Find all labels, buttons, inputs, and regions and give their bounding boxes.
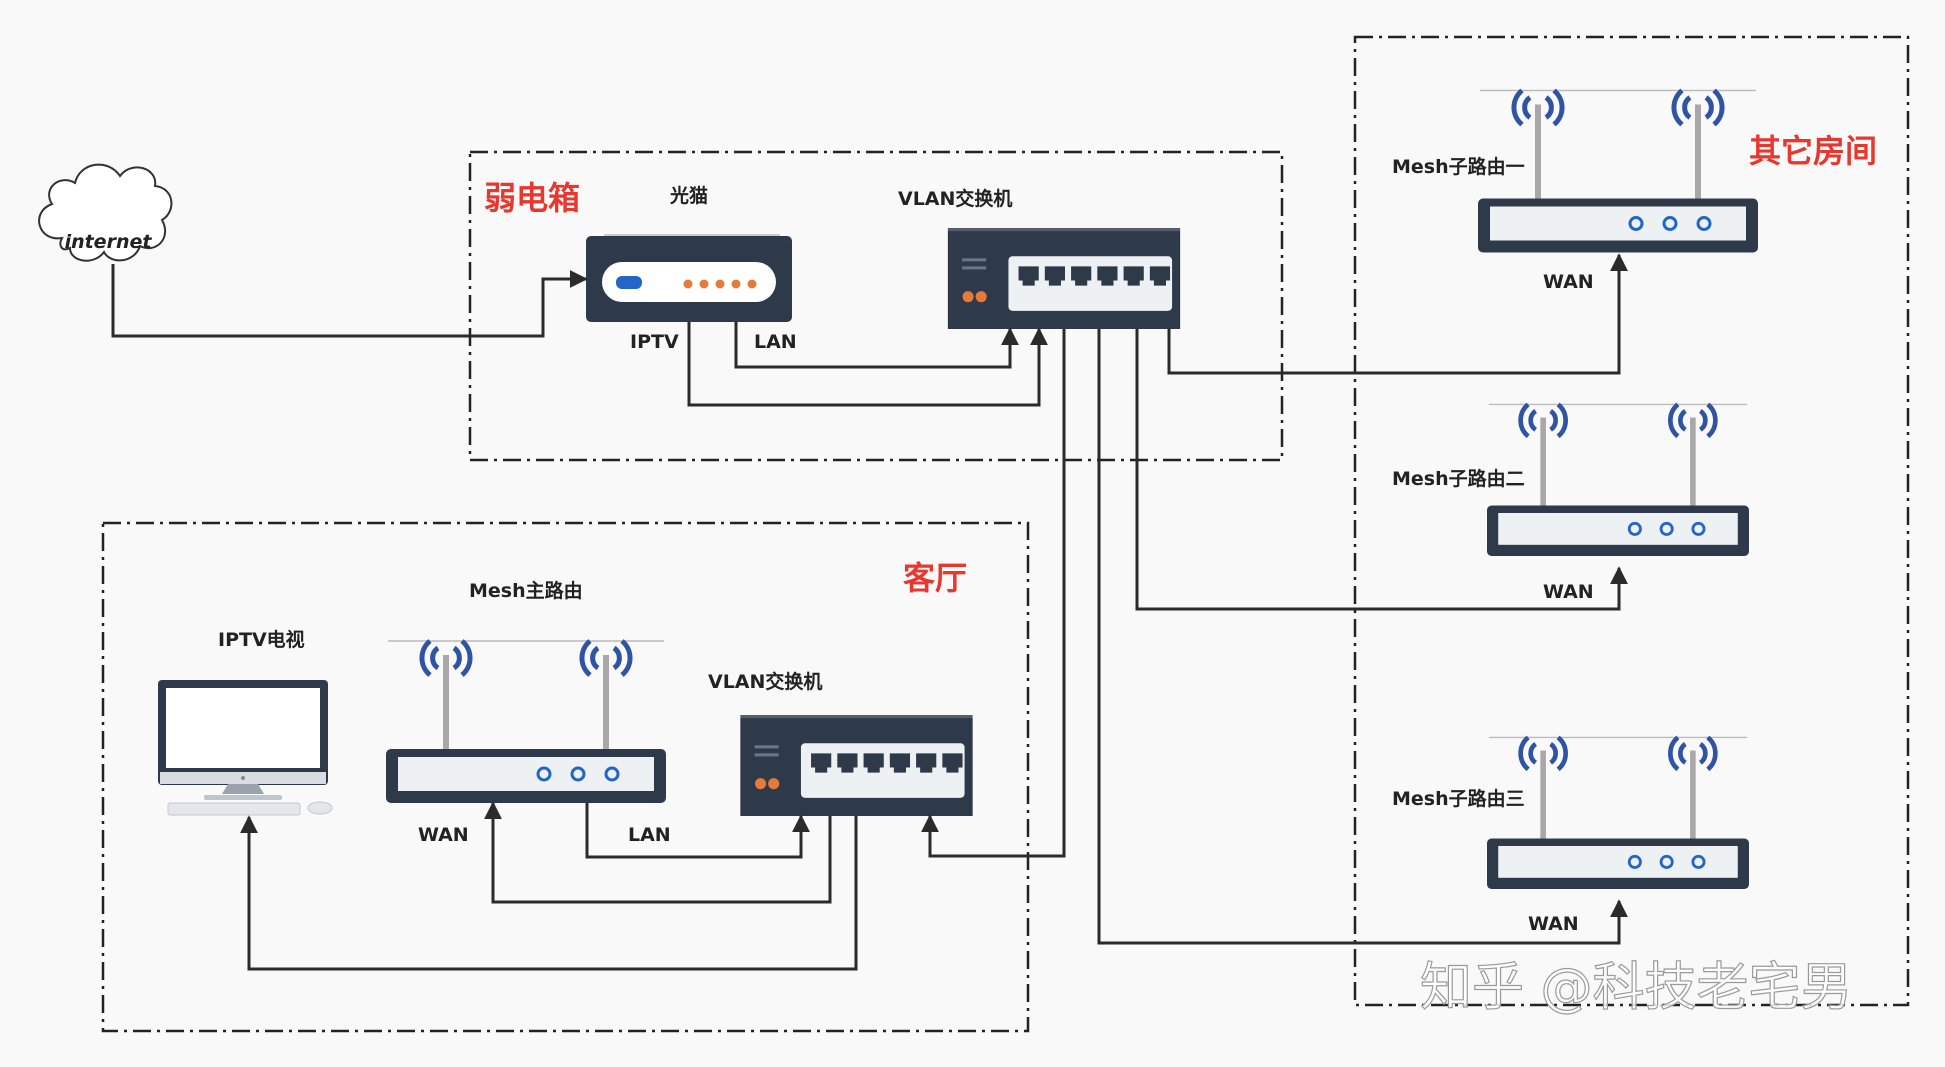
wire-switch-living xyxy=(921,329,1066,858)
modem-lan-port: LAN xyxy=(754,331,797,353)
mesh-main-router-label: Mesh主路由 xyxy=(469,579,583,602)
weak-box-title: 弱电箱 xyxy=(484,179,580,217)
wire-modem-iptv-switch xyxy=(687,322,1048,407)
mesh-sub-router-1-wan: WAN xyxy=(1543,271,1594,293)
vlan-switch-living-label: VLAN交换机 xyxy=(708,670,822,693)
wire-switch-sub1 xyxy=(1167,253,1628,375)
vlan-switch-main-label: VLAN交换机 xyxy=(898,187,1012,210)
iptv-tv-label: IPTV电视 xyxy=(218,628,305,651)
connection-wires xyxy=(111,253,1628,971)
optical-modem-icon xyxy=(586,234,792,322)
watermark: 知乎 @科技老宅男 xyxy=(1420,958,1853,1018)
vlan-switch-main-icon xyxy=(947,228,1181,329)
internet-label: internet xyxy=(65,231,153,253)
mesh-sub-router-2-label: Mesh子路由二 xyxy=(1392,467,1525,490)
cloud-icon xyxy=(38,163,173,262)
mesh-main-lan-port: LAN xyxy=(628,824,671,846)
iptv-tv-icon xyxy=(158,680,333,816)
wire-modem-lan-switch xyxy=(734,322,1019,369)
living-room-zone xyxy=(101,521,1030,1033)
wire-switch-mesh-wan xyxy=(484,801,832,904)
mesh-sub-router-2-wan: WAN xyxy=(1543,581,1594,603)
wire-switch-tv xyxy=(240,815,858,971)
wire-switch-sub3 xyxy=(1097,329,1628,945)
weak-box-zone xyxy=(468,150,1284,462)
vlan-switch-living-icon xyxy=(740,715,973,816)
mesh-sub-router-3-label: Mesh子路由三 xyxy=(1392,787,1525,810)
mesh-main-router-icon xyxy=(386,641,666,803)
wire-switch-sub2 xyxy=(1135,329,1628,611)
mesh-main-wan-port: WAN xyxy=(418,824,469,846)
modem-iptv-port: IPTV xyxy=(630,331,679,353)
modem-label: 光猫 xyxy=(669,184,708,207)
mesh-sub-router-3-icon xyxy=(1487,737,1749,889)
other-rooms-zone xyxy=(1353,35,1910,1007)
living-room-title: 客厅 xyxy=(903,559,967,597)
wire-mesh-lan-switch xyxy=(585,803,810,859)
mesh-sub-router-3-wan: WAN xyxy=(1528,913,1579,935)
mesh-sub-router-1-label: Mesh子路由一 xyxy=(1392,155,1525,178)
mesh-sub-router-2-icon xyxy=(1487,404,1749,556)
other-rooms-title: 其它房间 xyxy=(1749,132,1877,170)
wire-internet-modem xyxy=(111,264,588,338)
